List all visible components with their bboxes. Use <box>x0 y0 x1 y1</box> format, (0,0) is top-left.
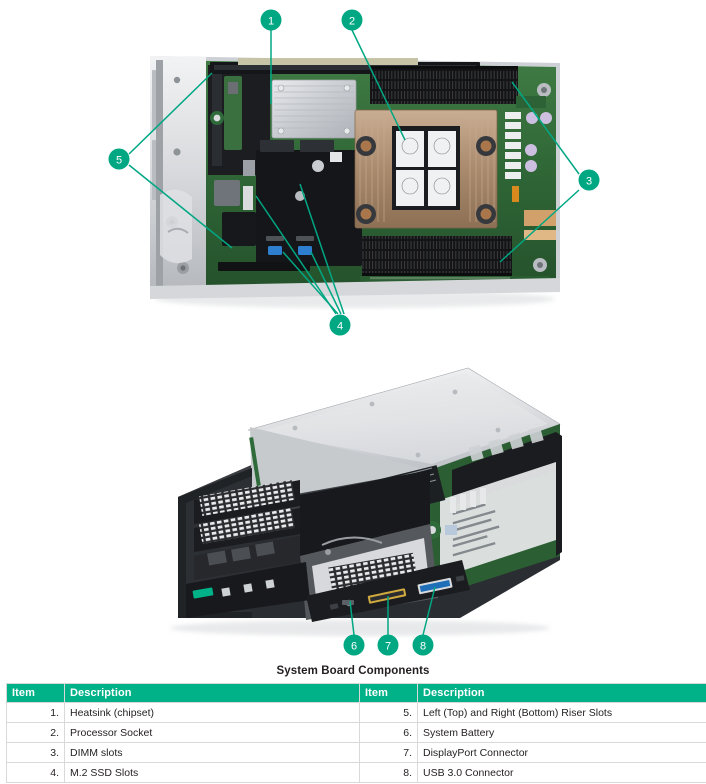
row-description: DisplayPort Connector <box>417 742 706 763</box>
table-header-row: Item Description Item Description <box>6 683 706 703</box>
header-item-left: Item <box>6 683 65 703</box>
header-item-right: Item <box>359 683 418 703</box>
row-description: DIMM slots <box>64 742 360 763</box>
header-description-right: Description <box>417 683 706 703</box>
row-item-number: 4. <box>6 762 65 783</box>
callout-1: 1 <box>260 9 282 31</box>
figure-area: 1 2 3 4 5 6 7 8 <box>108 9 600 656</box>
bottom-server-photo <box>170 367 562 636</box>
displayport-connector <box>367 588 407 604</box>
row-item-number: 3. <box>6 742 65 763</box>
callout-8-label: 8 <box>420 640 426 652</box>
top-board-photo <box>150 56 560 308</box>
row-description: Heatsink (chipset) <box>64 702 360 723</box>
row-item-number: 1. <box>6 702 65 723</box>
components-table-section: System Board Components Item Description… <box>0 660 706 783</box>
row-item-number: 6. <box>359 722 418 743</box>
callout-8: 8 <box>412 634 434 656</box>
table-row: 1. Heatsink (chipset) 5. Left (Top) and … <box>6 702 706 723</box>
processor-heatsink <box>354 109 498 229</box>
table-row: 3. DIMM slots 7. DisplayPort Connector <box>6 742 706 763</box>
callout-6: 6 <box>343 634 365 656</box>
leader-lines-bottom <box>349 586 436 636</box>
callout-1-label: 1 <box>268 15 274 27</box>
callout-bubbles: 1 2 3 4 5 6 7 8 <box>108 9 600 656</box>
leader-lines-top <box>128 29 580 315</box>
dimm-slots-lower <box>362 236 512 276</box>
callout-3: 3 <box>578 169 600 191</box>
row-item-number: 7. <box>359 742 418 763</box>
row-item-number: 5. <box>359 702 418 723</box>
row-item-number: 2. <box>6 722 65 743</box>
callout-2: 2 <box>341 9 363 31</box>
callout-6-label: 6 <box>351 640 357 652</box>
system-board-illustration: 1 2 3 4 5 6 7 8 <box>108 9 600 656</box>
system-board-components-table: Item Description Item Description 1. Hea… <box>6 683 706 783</box>
chipset-heatsink <box>271 79 357 139</box>
callout-5-label: 5 <box>116 154 122 166</box>
table-row: 4. M.2 SSD Slots 8. USB 3.0 Connector <box>6 762 706 783</box>
callout-4: 4 <box>329 314 351 336</box>
row-description: USB 3.0 Connector <box>417 762 706 783</box>
callout-7: 7 <box>377 634 399 656</box>
callout-3-label: 3 <box>586 175 592 187</box>
row-item-number: 8. <box>359 762 418 783</box>
table-row: 2. Processor Socket 6. System Battery <box>6 722 706 743</box>
row-description: Left (Top) and Right (Bottom) Riser Slot… <box>417 702 706 723</box>
row-description: M.2 SSD Slots <box>64 762 360 783</box>
callout-4-label: 4 <box>337 320 343 332</box>
row-description: Processor Socket <box>64 722 360 743</box>
header-description-left: Description <box>64 683 360 703</box>
row-description: System Battery <box>417 722 706 743</box>
callout-5: 5 <box>108 148 130 170</box>
table-title: System Board Components <box>276 665 430 677</box>
usb3-connector <box>417 577 453 595</box>
callout-2-label: 2 <box>349 15 355 27</box>
callout-7-label: 7 <box>385 640 391 652</box>
dimm-slots-upper <box>370 66 518 104</box>
